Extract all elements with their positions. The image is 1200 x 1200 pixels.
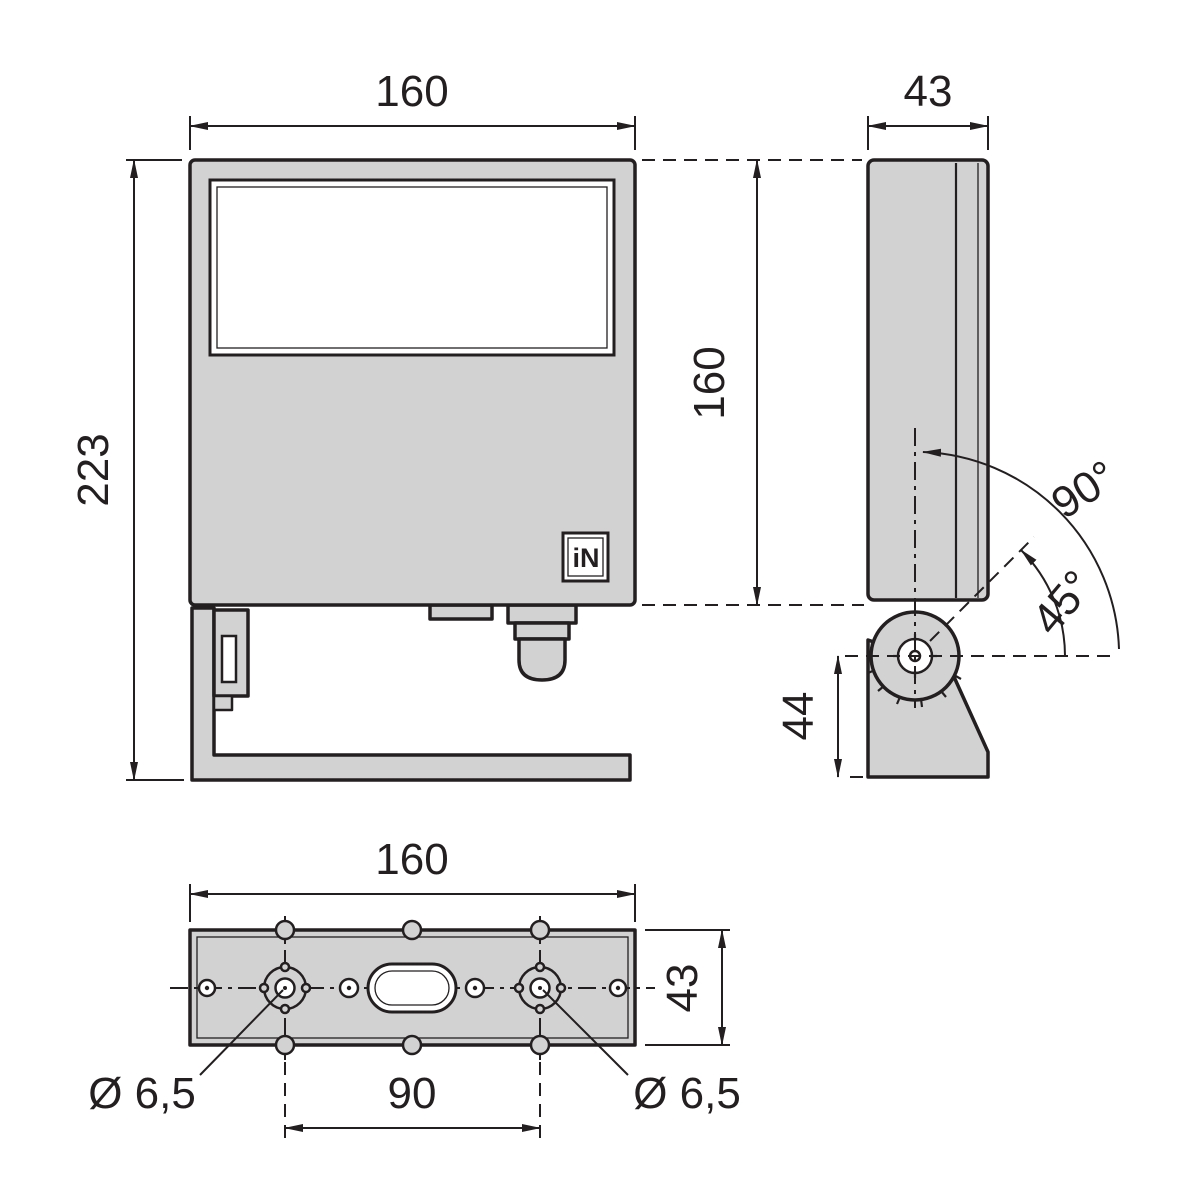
dim-side-depth: 43 xyxy=(867,67,989,150)
front-cable-gland xyxy=(506,603,578,682)
front-body-height-label: 160 xyxy=(685,346,734,419)
front-total-height-label: 223 xyxy=(69,433,118,506)
arc-45 xyxy=(1020,549,1066,657)
front-hinge-step xyxy=(212,694,234,712)
dim-side-bracket-height: 44 xyxy=(774,655,880,778)
dim-front-body-height: 160 xyxy=(642,159,864,606)
edge-pins xyxy=(197,978,628,998)
front-connector xyxy=(428,603,494,621)
angle-45-label: 45° xyxy=(1023,561,1103,643)
dim-hole-spacing: 90 xyxy=(284,1062,541,1140)
front-view: iN xyxy=(188,158,637,782)
obround-side-pins xyxy=(338,977,486,999)
callout-hole-left: Ø 6,5 xyxy=(88,989,284,1118)
dim-front-width: 160 xyxy=(189,67,636,150)
front-lens-inner xyxy=(216,186,608,349)
pivot-scallops xyxy=(867,668,962,708)
hole-spacing-label: 90 xyxy=(388,1069,437,1118)
dim-bottom-depth: 43 xyxy=(645,929,730,1046)
brand-logo-text: iN xyxy=(573,543,600,573)
central-obround-opening xyxy=(366,962,458,1014)
side-bracket-height-label: 44 xyxy=(774,692,823,741)
tilt-45-reference xyxy=(929,536,1035,642)
bottom-view xyxy=(170,916,655,1060)
callout-hole-right: Ø 6,5 xyxy=(542,989,741,1118)
arc-90 xyxy=(922,448,1120,650)
bottom-width-label: 160 xyxy=(375,835,448,884)
dim-front-total-height: 223 xyxy=(69,159,184,781)
side-view: 90° 45° xyxy=(845,158,1125,779)
front-width-label: 160 xyxy=(375,67,448,116)
side-depth-label: 43 xyxy=(904,67,953,116)
brand-logo: iN xyxy=(561,531,610,583)
dim-bottom-width: 160 xyxy=(189,835,636,922)
hole-right-label: Ø 6,5 xyxy=(633,1069,741,1118)
front-hinge-slot xyxy=(220,634,238,684)
bottom-depth-label: 43 xyxy=(658,964,707,1013)
side-body xyxy=(866,158,990,602)
edge-tabs xyxy=(274,919,551,1056)
hole-left-label: Ø 6,5 xyxy=(88,1069,196,1118)
front-bracket-base xyxy=(190,606,632,782)
angle-90-label: 90° xyxy=(1043,451,1125,528)
front-lens xyxy=(208,178,616,357)
